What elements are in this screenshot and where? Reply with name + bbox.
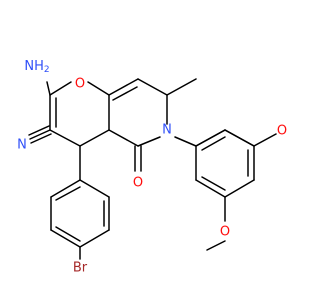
bond xyxy=(108,78,139,96)
bond xyxy=(224,179,255,198)
bond xyxy=(46,81,51,96)
bond xyxy=(224,129,255,147)
molecule-structure: NH2 O N N O O O Br xyxy=(17,59,287,276)
bond xyxy=(137,78,168,96)
bond xyxy=(30,133,52,144)
bond xyxy=(166,78,197,96)
amino-label: NH2 xyxy=(24,59,49,76)
bond xyxy=(28,125,50,136)
bond xyxy=(79,129,110,147)
ring-n-label: N xyxy=(162,123,172,138)
atom-labels: NH2 O N N O O O Br xyxy=(17,59,287,276)
bond xyxy=(112,86,138,101)
bond xyxy=(55,226,81,242)
carbonyl-o-label: O xyxy=(133,176,143,191)
pyran-o-label: O xyxy=(75,77,85,92)
bond xyxy=(195,129,226,147)
bond xyxy=(108,129,139,147)
bond xyxy=(50,179,81,198)
bond xyxy=(174,136,197,147)
bond xyxy=(201,176,226,191)
bond xyxy=(49,129,81,147)
bond xyxy=(49,81,72,96)
bond xyxy=(87,81,110,96)
bond xyxy=(137,136,161,147)
bromo-label: Br xyxy=(73,261,88,276)
bond xyxy=(29,129,51,140)
methoxy-o1-label: O xyxy=(277,124,287,139)
bond xyxy=(195,179,226,198)
methoxy-o2-label: O xyxy=(220,225,230,240)
bond xyxy=(79,229,110,248)
bond xyxy=(206,240,226,251)
bond xyxy=(253,133,277,147)
bond xyxy=(201,136,226,151)
nitrile-n-label: N xyxy=(17,138,27,153)
bond xyxy=(79,179,110,198)
bonds xyxy=(28,78,277,260)
bond xyxy=(55,186,81,201)
bond xyxy=(50,229,81,248)
